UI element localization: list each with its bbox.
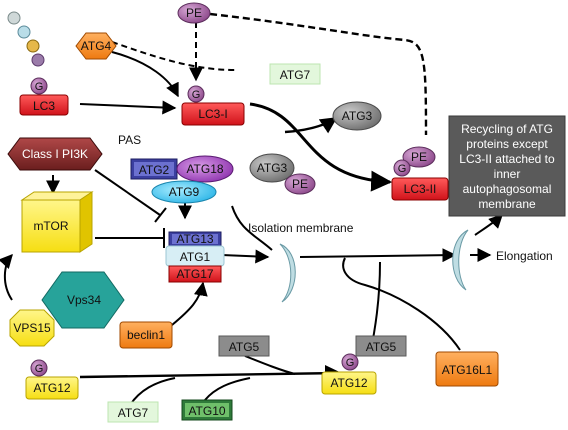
g-circle-lc3-ii: G [393,159,411,177]
atg17-label: ATG17 [176,267,213,281]
atg1-node: ATG1 [165,245,225,267]
atg17-node: ATG17 [168,265,222,283]
pe-right-node: PE [402,146,436,168]
atg2-label: ATG2 [139,163,170,177]
atg3-upper-node: ATG3 [332,101,382,131]
atg7-bottom-node: ATG7 [107,401,159,423]
pe-mid-node: PE [284,173,316,195]
g-label-lc3-i: G [192,89,201,101]
atg7-bottom-label: ATG7 [118,406,149,420]
vps15-node: VPS15 [9,309,55,347]
elongation-label: Elongation [496,249,553,263]
atg5-right-label: ATG5 [366,340,397,354]
atg4-label: ATG4 [81,39,112,53]
atg9-node: ATG9 [151,180,217,204]
g-circle-lc3-i: G [187,85,205,103]
atg16l1-label: ATG16L1 [442,363,493,377]
atg7-top-node: ATG7 [269,63,321,85]
lc3-ii-label: LC3-II [404,182,437,196]
atg16l1-node: ATG16L1 [435,351,499,387]
atg12-left-node: ATG12 [25,376,79,400]
recycling-line-5: autophagosomal [463,182,552,196]
mtor-label: mTOR [33,219,68,233]
atg1-complex: ATG13 ATG1 ATG17 [165,231,225,283]
g-circle-atg12-left: G [30,359,48,377]
class1-pi3k-node: Class I PI3K [7,137,103,171]
class1-pi3k-label: Class I PI3K [22,147,88,161]
atg10-label: ATG10 [188,404,225,418]
recycling-note: Recycling of ATG proteins except LC3-II … [448,115,566,217]
atg10-node: ATG10 [181,399,233,421]
atg18-node: ATG18 [176,155,234,183]
atg12-right-label: ATG12 [330,376,367,390]
atg5-left-node: ATG5 [218,335,270,357]
atg5-right-node: ATG5 [355,335,407,357]
g-circle-lc3: G [30,77,48,95]
pe-top-node: PE [177,2,211,24]
recycling-line-6: membrane [478,197,536,211]
isolation-membrane-label: Isolation membrane [248,221,354,235]
atg3-lower-node: ATG3 [249,153,295,183]
g-label-lc3-ii: G [398,163,407,175]
g-label-atg12-right: G [346,357,355,369]
lc3-node: LC3 [19,94,69,116]
atg12-left-label: ATG12 [33,381,70,395]
lc3-precursor-beads-icon [7,11,45,67]
g-label-atg12-left: G [35,363,44,375]
atg7-top-label: ATG7 [280,68,311,82]
atg9-label: ATG9 [169,185,200,199]
pe-top-label: PE [186,6,202,20]
g-circle-atg12-right: G [341,353,359,371]
lc3-i-node: LC3-I [181,102,245,126]
atg13-node: ATG13 [168,231,222,247]
vps34-label: Vps34 [67,293,101,307]
elongation-membrane-shape [452,229,469,291]
pas-label: PAS [118,133,141,147]
lc3-i-label: LC3-I [198,107,227,121]
atg18-label: ATG18 [186,162,223,176]
atg12-right-node: ATG12 [321,371,377,395]
beclin1-label: beclin1 [127,328,165,342]
atg1-label: ATG1 [180,250,211,264]
atg3-lower-label: ATG3 [257,161,288,175]
vps15-label: VPS15 [13,321,51,335]
atg3-upper-label: ATG3 [342,109,373,123]
pe-right-label: PE [411,150,427,164]
atg5-left-label: ATG5 [229,340,260,354]
recycling-line-3: LC3-II attached to [459,152,555,166]
atg2-node: ATG2 [130,158,178,180]
pe-mid-label: PE [292,177,308,191]
recycling-line-1: Recycling of ATG [461,122,553,136]
lc3-ii-node: LC3-II [391,177,449,201]
g-label-lc3: G [35,81,44,93]
vps34-node: Vps34 [41,271,125,329]
beclin1-node: beclin1 [119,321,173,349]
recycling-line-4: inner [494,167,521,181]
atg4-node: ATG4 [75,32,117,60]
recycling-line-2: proteins except [466,137,548,151]
lc3-label: LC3 [33,99,55,113]
mtor-node: mTOR [20,191,94,253]
atg13-label: ATG13 [176,232,213,246]
isolation-membrane-shape [279,243,296,303]
